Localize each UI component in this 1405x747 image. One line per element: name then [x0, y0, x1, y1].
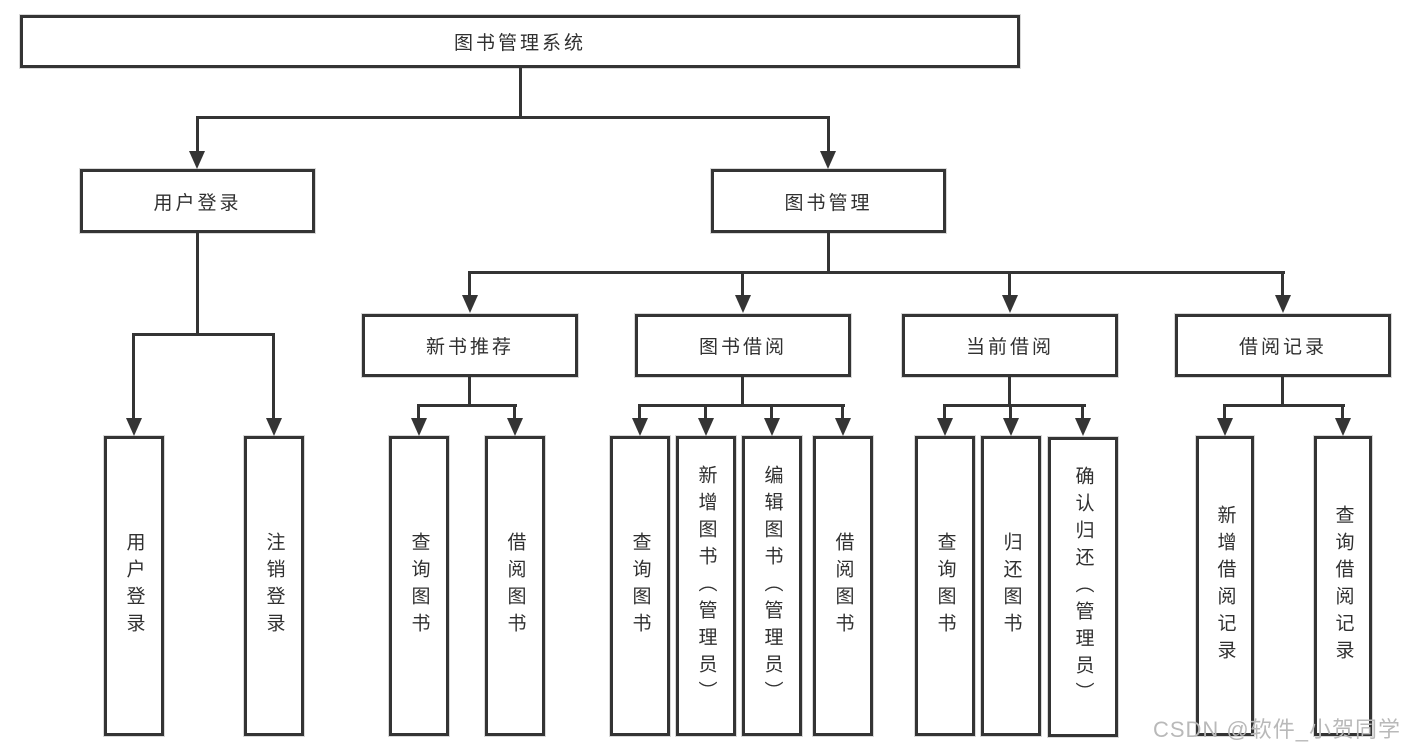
connector-line — [513, 404, 516, 420]
leaf-query-books-current: 查询图书 — [915, 436, 975, 736]
csdn-watermark: CSDN @软件_小贺同学 — [1152, 717, 1401, 742]
connector-line — [1081, 404, 1084, 420]
leaf-add-book-admin: 新增图书（管理员） — [676, 436, 736, 736]
connector-line — [468, 271, 471, 297]
leaf-return-book: 归还图书 — [981, 436, 1041, 736]
leaf-confirm-return-admin: 确认归还（管理员） — [1048, 437, 1118, 737]
node-label: 注销登录 — [263, 532, 285, 640]
arrow-down-icon — [820, 151, 836, 169]
connector-line — [841, 404, 844, 420]
node-label: 编辑图书（管理员） — [761, 464, 783, 708]
node-root-library-system: 图书管理系统 — [20, 15, 1020, 68]
arrow-down-icon — [411, 418, 427, 436]
leaf-edit-book-admin: 编辑图书（管理员） — [742, 436, 802, 736]
connector-line — [638, 404, 845, 407]
node-label: 查询图书 — [629, 532, 651, 640]
leaf-add-borrow-record: 新增借阅记录 — [1196, 436, 1254, 736]
node-label: 新增图书（管理员） — [695, 464, 717, 708]
connector-line — [1281, 377, 1284, 406]
connector-line — [196, 116, 199, 152]
node-label: 归还图书 — [1000, 532, 1022, 640]
connector-line — [704, 404, 707, 420]
connector-line — [468, 377, 471, 406]
connector-line — [1009, 404, 1012, 420]
node-label: 确认归还（管理员） — [1072, 465, 1094, 709]
node-book-borrowing: 图书借阅 — [635, 314, 851, 377]
arrow-down-icon — [1335, 418, 1351, 436]
node-label: 图书借阅 — [698, 337, 787, 358]
leaf-query-books-borrowing: 查询图书 — [610, 436, 670, 736]
arrow-down-icon — [698, 418, 714, 436]
node-borrowing-records: 借阅记录 — [1175, 314, 1391, 377]
connector-line — [638, 404, 641, 420]
node-label: 查询借阅记录 — [1332, 505, 1354, 667]
node-user-login: 用户登录 — [80, 169, 315, 233]
arrow-down-icon — [462, 295, 478, 313]
node-label: 新书推荐 — [425, 337, 514, 358]
connector-line — [1341, 404, 1344, 420]
node-current-borrowing: 当前借阅 — [902, 314, 1118, 377]
connector-line — [741, 271, 744, 297]
leaf-user-login: 用户登录 — [104, 436, 164, 736]
node-label: 借阅记录 — [1238, 337, 1327, 358]
connector-line — [1008, 377, 1011, 406]
connector-line — [468, 271, 1285, 274]
connector-line — [943, 404, 946, 420]
node-label: 当前借阅 — [965, 337, 1054, 358]
arrow-down-icon — [764, 418, 780, 436]
connector-line — [196, 116, 830, 119]
connector-line — [943, 404, 1086, 407]
arrow-down-icon — [1075, 418, 1091, 436]
arrow-down-icon — [1217, 418, 1233, 436]
arrow-down-icon — [835, 418, 851, 436]
node-label: 借阅图书 — [832, 532, 854, 640]
arrow-down-icon — [126, 418, 142, 436]
connector-line — [1223, 404, 1345, 407]
arrow-down-icon — [735, 295, 751, 313]
connector-line — [417, 404, 420, 420]
node-label: 图书管理 — [784, 192, 873, 214]
node-label: 图书管理系统 — [453, 33, 586, 54]
node-label: 借阅图书 — [504, 532, 526, 640]
leaf-logout: 注销登录 — [244, 436, 304, 736]
connector-line — [1223, 404, 1226, 420]
arrow-down-icon — [632, 418, 648, 436]
arrow-down-icon — [1003, 418, 1019, 436]
connector-line — [519, 68, 522, 117]
node-label: 用户登录 — [153, 192, 242, 214]
node-book-management: 图书管理 — [711, 169, 946, 233]
leaf-query-borrow-record: 查询借阅记录 — [1314, 436, 1372, 736]
arrow-down-icon — [937, 418, 953, 436]
arrow-down-icon — [189, 151, 205, 169]
arrow-down-icon — [507, 418, 523, 436]
node-label: 查询图书 — [408, 532, 430, 640]
connector-line — [417, 404, 517, 407]
node-label: 新增借阅记录 — [1214, 505, 1236, 667]
arrow-down-icon — [266, 418, 282, 436]
connector-line — [196, 233, 199, 335]
node-new-book-recommend: 新书推荐 — [362, 314, 578, 377]
node-label: 用户登录 — [123, 532, 145, 640]
connector-line — [1008, 271, 1011, 297]
arrow-down-icon — [1002, 295, 1018, 313]
connector-line — [741, 377, 744, 406]
connector-line — [770, 404, 773, 420]
leaf-borrow-books-borrowing: 借阅图书 — [813, 436, 873, 736]
connector-line — [272, 333, 275, 420]
arrow-down-icon — [1275, 295, 1291, 313]
leaf-query-books-recommend: 查询图书 — [389, 436, 449, 736]
connector-line — [827, 233, 830, 273]
leaf-borrow-books-recommend: 借阅图书 — [485, 436, 545, 736]
connector-line — [132, 333, 275, 336]
connector-line — [827, 116, 830, 152]
node-label: 查询图书 — [934, 532, 956, 640]
connector-line — [1281, 271, 1284, 297]
connector-line — [132, 333, 135, 420]
